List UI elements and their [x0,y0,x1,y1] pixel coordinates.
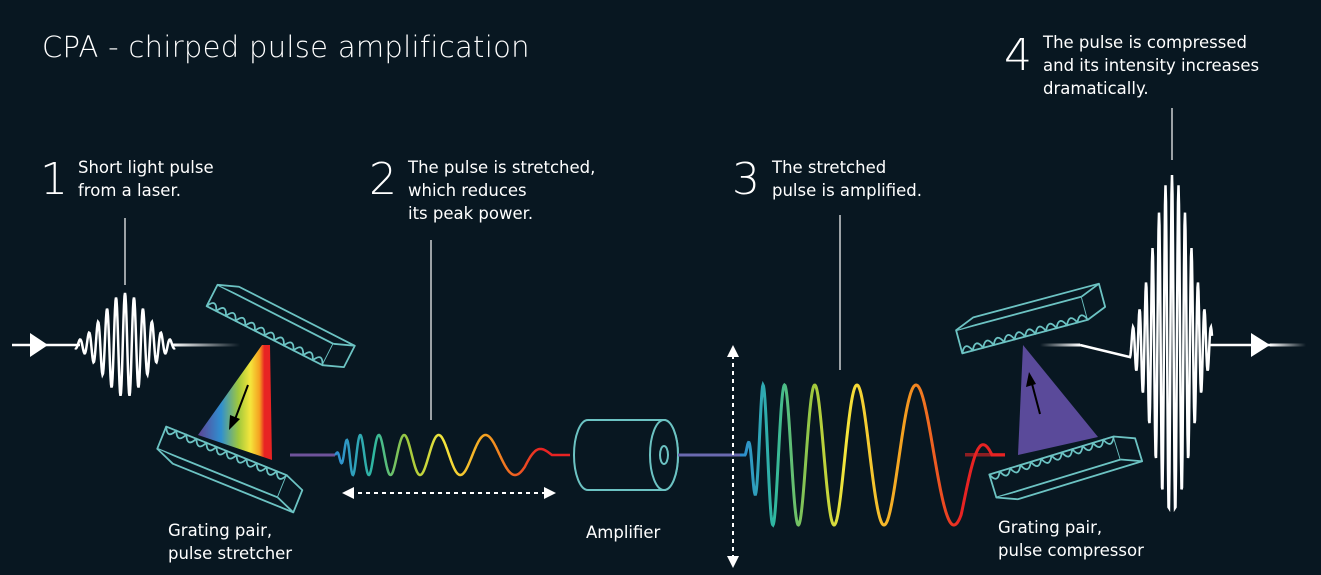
amplifier-label: Amplifier [586,523,661,542]
page-title: CPA - chirped pulse amplification [42,30,530,64]
step-1-number: 1 [40,154,68,205]
stretched-pulse-wave [334,433,570,477]
beam-segment [678,453,740,457]
label-line: pulse stretcher [168,544,293,563]
amplified-pulse-wave [740,380,1005,528]
label-line: pulse compressor [998,541,1144,560]
step-text-line: The stretched [772,158,887,177]
compressor-grating-top [955,282,1107,355]
compressor-spectrum-fan [1018,345,1098,455]
step-2-text: The pulse is stretched, which reduces it… [408,156,595,225]
amplifier-cylinder [573,419,679,491]
step-text-line: pulse is amplified. [772,181,923,200]
step-2-number: 2 [369,154,397,205]
step-text-line: The pulse is compressed [1043,33,1247,52]
label-line: Grating pair, [998,518,1103,537]
step-text-line: and its intensity increases [1043,56,1260,75]
compressor-arrow [1026,372,1041,415]
stretch-double-arrow [342,487,556,499]
label-line: Grating pair, [168,521,273,540]
compressor-label: Grating pair, pulse compressor [998,516,1144,562]
step-text-line: from a laser. [78,181,181,200]
step-4-number: 4 [1004,30,1032,81]
amplify-vertical-arrow [727,345,739,568]
arrow-right-icon [1251,333,1270,357]
step-text-line: The pulse is stretched, [408,158,596,177]
stretcher-spectrum-fan [198,345,272,460]
compressor-grating-bottom [988,435,1144,501]
step-text-line: dramatically. [1043,79,1149,98]
arrow-right-icon [30,333,48,357]
step-1-text: Short light pulse from a laser. [78,156,214,202]
step-4-text: The pulse is compressed and its intensit… [1043,31,1259,100]
stretcher-label: Grating pair, pulse stretcher [168,519,292,565]
compressed-pulse-wave [1079,174,1214,513]
output-beam [1040,174,1306,513]
short-pulse-wave [74,292,176,397]
stretcher-grating-top [205,283,356,369]
step-text-line: its peak power. [408,204,534,223]
step-3-number: 3 [732,154,760,205]
input-beam [12,292,240,397]
beam-segment [290,453,335,457]
step-text-line: Short light pulse [78,158,214,177]
stretcher-arrow [229,384,249,430]
step-text-line: which reduces [408,181,527,200]
step-3-text: The stretched pulse is amplified. [772,156,922,202]
